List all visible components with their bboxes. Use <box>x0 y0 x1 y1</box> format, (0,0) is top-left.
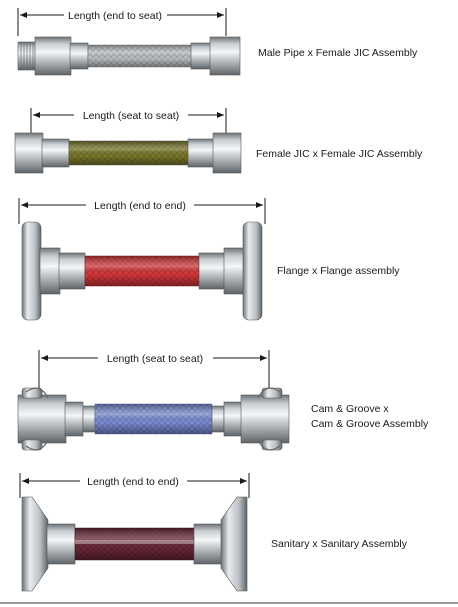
assembly-name: Flange x Flange assembly <box>277 265 400 277</box>
assembly-name: Female JIC x Female JIC Assembly <box>256 148 423 160</box>
dimension-line: Length (end to seat) <box>17 8 227 36</box>
dimension-label: Length (end to end) <box>94 200 186 212</box>
dimension-line: Length (end to end) <box>18 198 266 224</box>
dimension-label: Length (end to end) <box>87 476 179 488</box>
dimension-line: Length (seat to seat) <box>30 108 227 135</box>
assembly-flange-flange: Length (end to end) <box>18 198 266 321</box>
assembly-cam-groove: Length (seat to seat) <box>17 350 290 451</box>
dimension-line: Length (end to end) <box>19 473 250 498</box>
assembly-sanitary-sanitary: Length (end to end) <box>19 473 250 592</box>
assembly-name: Male Pipe x Female JIC Assembly <box>258 47 418 59</box>
dimension-label: Length (seat to seat) <box>83 110 179 122</box>
assembly-name: Sanitary x Sanitary Assembly <box>271 538 407 550</box>
dimension-label: Length (end to seat) <box>68 10 162 22</box>
assembly-name-line2: Cam & Groove Assembly <box>311 418 429 430</box>
assembly-male-pipe-female-jic: Length (end to seat) <box>17 8 241 76</box>
assembly-female-jic-female-jic: Length (seat to seat) <box>14 108 242 174</box>
assembly-name-line1: Cam & Groove x <box>311 403 389 415</box>
dimension-label: Length (seat to seat) <box>107 353 203 365</box>
dimension-line: Length (seat to seat) <box>38 350 270 392</box>
